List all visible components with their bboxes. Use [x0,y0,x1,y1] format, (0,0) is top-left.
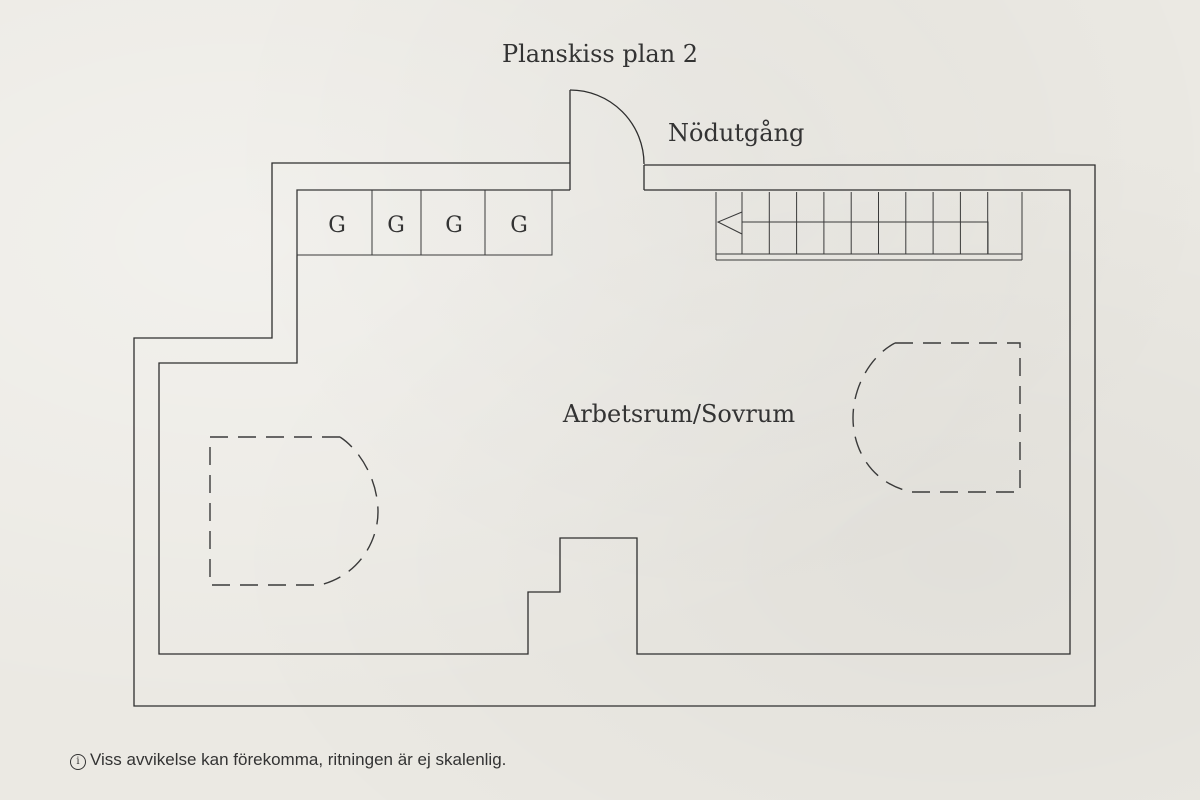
info-icon: i [70,754,86,770]
stair-direction-line [742,221,989,254]
furniture-outline-left [209,436,379,586]
outer-wall [133,162,1096,707]
storage-cabinets: G G G G [296,189,553,256]
storage-unit-label: G [328,213,346,238]
storage-unit-label: G [387,213,405,238]
storage-unit-label: G [445,213,463,238]
stair-treads [741,192,989,254]
inner-wall [158,189,1071,655]
furniture-outline-right [852,342,1021,493]
disclaimer-text: Viss avvikelse kan förekomma, ritningen … [90,750,507,769]
emergency-exit-label: Nödutgång [668,118,804,147]
main-room-label: Arbetsrum/Sovrum [562,400,795,428]
storage-unit-label: G [510,213,528,238]
plan-title: Planskiss plan 2 [502,40,698,68]
storage-frame [296,189,553,256]
door-swing-arc [569,89,645,165]
stair-direction-arrow-icon [716,211,743,235]
staircase [715,192,1023,261]
